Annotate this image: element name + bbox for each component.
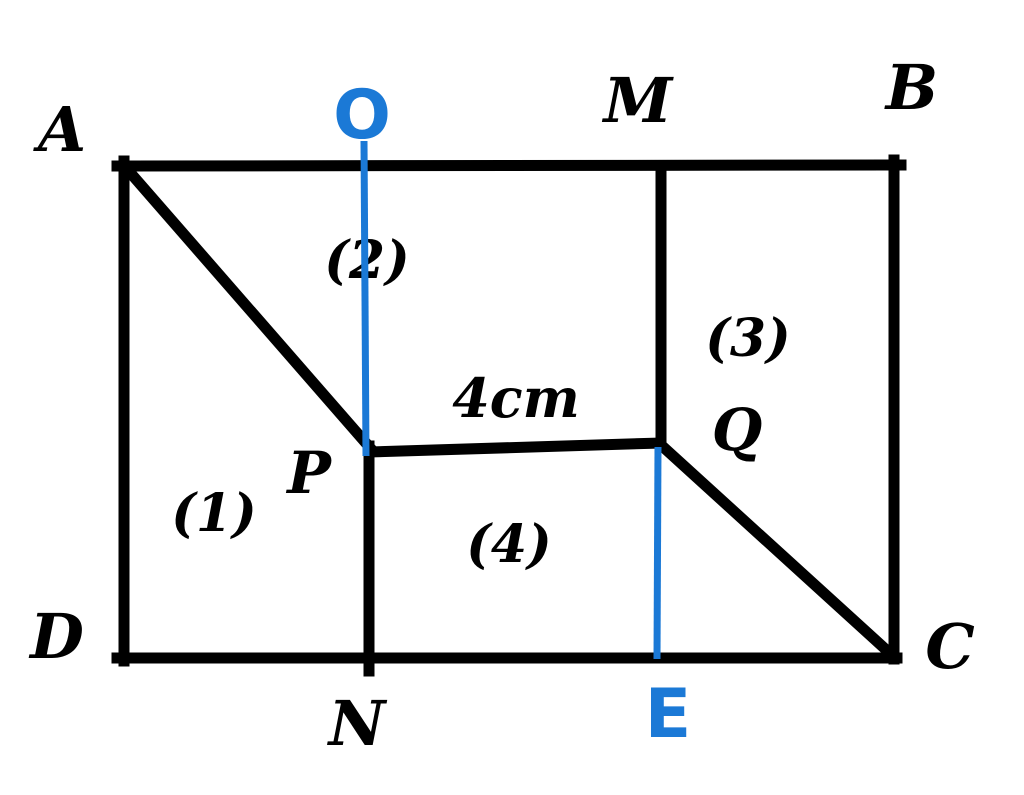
rectangle-abcd [111,154,907,667]
blue-line-op [360,140,370,457]
diagonal-qc [653,437,901,664]
edge-ab [111,159,907,172]
point-label-b: B [884,51,938,124]
region-label-1: (1) [171,483,256,544]
point-label-m: M [602,64,675,137]
point-label-p: P [285,439,332,507]
blue-line-qe [653,446,662,660]
point-label-c: C [925,610,974,683]
measurement-label-pq: 4cm [452,366,580,430]
point-label-o: O [333,76,391,155]
point-label-d: D [28,600,84,673]
point-label-q: Q [712,396,763,464]
point-label-e: E [645,675,691,754]
region-label-3: (3) [705,308,790,369]
point-label-n: N [327,687,388,760]
region-label-4: (4) [466,514,551,575]
diagonal-ap [119,161,380,458]
point-label-a: A [33,93,86,166]
segment-pq [363,437,667,458]
